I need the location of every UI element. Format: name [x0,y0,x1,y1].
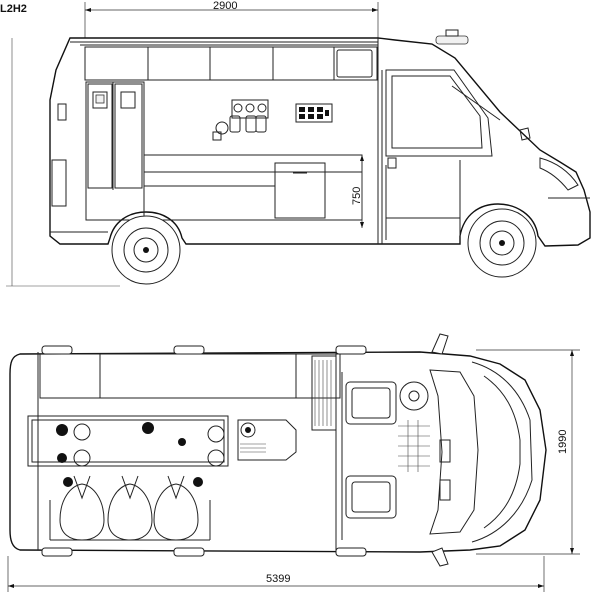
beacon-light-icon [435,29,469,45]
top-length-label: 2900 [213,0,237,12]
model-label: L2H2 [0,3,27,15]
pump-box [237,419,297,461]
length-dimension: 5399 [7,556,545,592]
passenger-seat-icon [345,475,397,519]
rear-wheel-icon [111,215,181,285]
gas-panel [212,99,269,141]
hose-rack [27,415,229,467]
width-label: 1990 [557,430,569,454]
breathing-apparatus [49,475,211,541]
cabinet-height-label: 750 [351,187,363,205]
length-label: 5399 [266,573,290,585]
control-panel [295,103,333,123]
top-length-dimension: 2900 [84,0,379,38]
driver-seat-icon [345,381,397,425]
cabinet-height-dimension: 750 [351,155,364,228]
side-view: 2900 [6,0,591,287]
top-view: 1990 5399 [7,333,580,592]
front-wheel-icon [467,208,537,278]
width-dimension: 1990 [476,349,580,555]
